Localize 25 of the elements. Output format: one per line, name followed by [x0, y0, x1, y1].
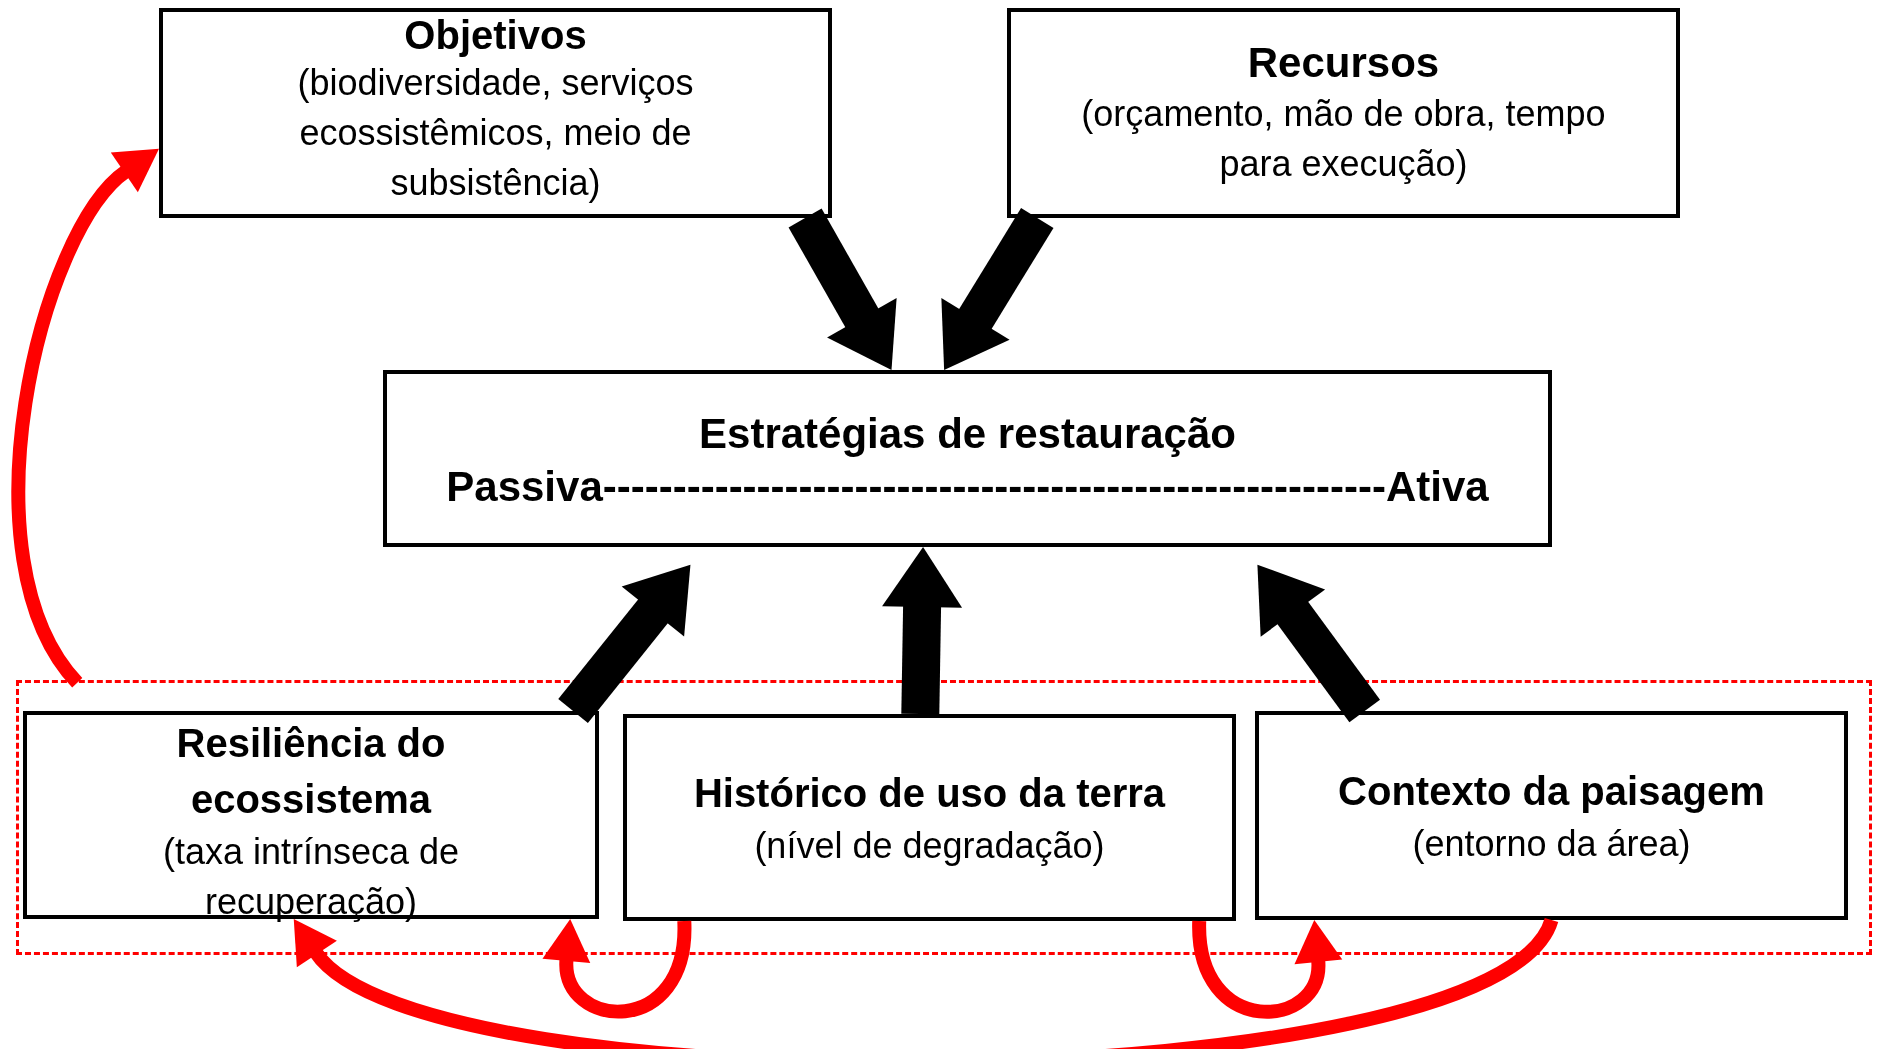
- block-arrow: [1257, 564, 1381, 723]
- box-description: (biodiversidade, serviços ecossistêmicos, meio de subsistência): [296, 61, 695, 205]
- factor-box: [383, 370, 1552, 547]
- block-arrow: [558, 564, 691, 723]
- box-description: Passiva--------------------------------------------------------Ativa: [446, 461, 1489, 512]
- box-heading: Histórico de uso da terra: [693, 769, 1166, 817]
- factor-box: [623, 714, 1236, 921]
- block-arrow: [941, 208, 1054, 370]
- box-description: (orçamento, mão de obra, tempo para execução): [1080, 92, 1607, 186]
- factor-box: [1255, 711, 1848, 920]
- curved-arrow: [1192, 919, 1342, 1019]
- box-heading: Objetivos: [404, 12, 587, 58]
- factor-box: [1007, 8, 1680, 218]
- box-heading: Contexto da paisagem: [1338, 767, 1765, 815]
- box-description: (taxa intrínseca de recuperação): [161, 830, 461, 924]
- box-heading: Resiliência do ecossistema: [175, 720, 447, 823]
- curved-arrow: [542, 918, 692, 1019]
- block-arrow: [882, 547, 963, 715]
- box-heading: Estratégias de restauração: [699, 408, 1236, 459]
- box-description: (nível de degradação): [754, 823, 1105, 868]
- box-description: (entorno da área): [1412, 821, 1691, 866]
- dashed-group-frame: [16, 680, 1872, 955]
- box-heading: Recursos: [1247, 38, 1440, 88]
- factor-box: [159, 8, 832, 218]
- block-arrow: [788, 208, 897, 370]
